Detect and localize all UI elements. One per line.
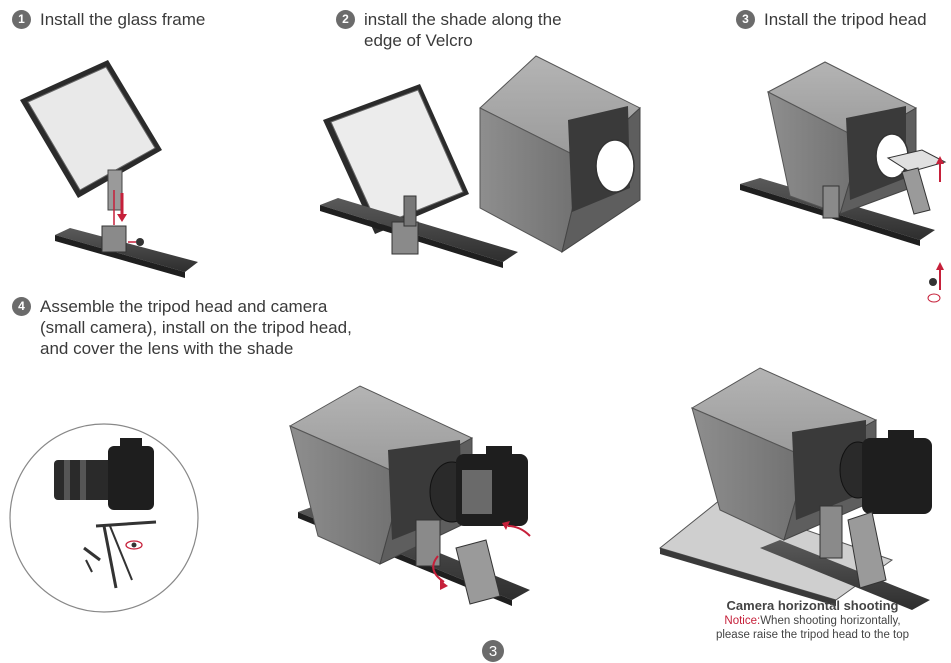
step-4: 4 Assemble the tripod head and camera (s… [12, 296, 352, 359]
caption-notice-line1: Notice:When shooting horizontally, [690, 614, 935, 628]
step-3-text: Install the tripod head [764, 10, 927, 29]
step-2-text: install the shade along the edge of Velc… [364, 10, 562, 50]
tripod-head-illustration [740, 61, 947, 303]
step-1: 1 Install the glass frame [12, 9, 205, 30]
step-4-text: Assemble the tripod head and camera (sma… [40, 297, 352, 358]
page-number: 3 [482, 640, 504, 662]
notice-text: When shooting horizontally, [760, 615, 901, 627]
step-1-badge: 1 [12, 10, 31, 29]
step-2-badge: 2 [336, 10, 355, 29]
caption-notice-line2: please raise the tripod head to the top [715, 629, 910, 641]
horizontal-shooting-illustration [658, 367, 932, 610]
step-3: 3 Install the tripod head [736, 9, 927, 30]
assembled-camera-illustration [288, 385, 531, 606]
caption-title: Camera horizontal shooting [726, 598, 899, 613]
step-3-badge: 3 [736, 10, 755, 29]
camera-detail-illustration [9, 423, 199, 613]
step-1-text: Install the glass frame [40, 10, 206, 29]
shade-velcro-illustration [320, 55, 641, 268]
horizontal-shooting-caption: Camera horizontal shooting Notice:When s… [690, 598, 935, 642]
notice-label: Notice: [724, 615, 761, 627]
step-4-badge: 4 [12, 297, 31, 316]
step-2: 2 install the shade along the edge of Ve… [336, 9, 562, 51]
glass-frame-illustration [20, 60, 198, 278]
